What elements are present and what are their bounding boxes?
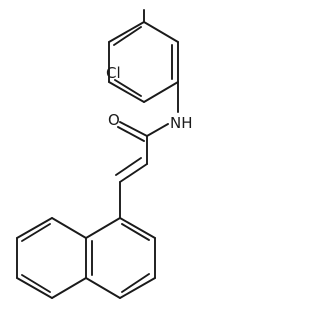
nitrogen-label: NH <box>170 114 193 132</box>
naphthalene-ring <box>16 217 156 299</box>
nitrogen-carbonyl-bond <box>146 123 169 137</box>
alkene-double-bond <box>115 157 148 183</box>
carbonyl-group <box>117 121 148 142</box>
chlorophenyl-ring <box>108 21 179 103</box>
molecule-drawing: Cl NH O <box>16 9 193 299</box>
structure-diagram: Cl NH O <box>16 9 193 299</box>
oxygen-label: O <box>108 111 120 129</box>
chlorine-label: Cl <box>106 64 121 82</box>
